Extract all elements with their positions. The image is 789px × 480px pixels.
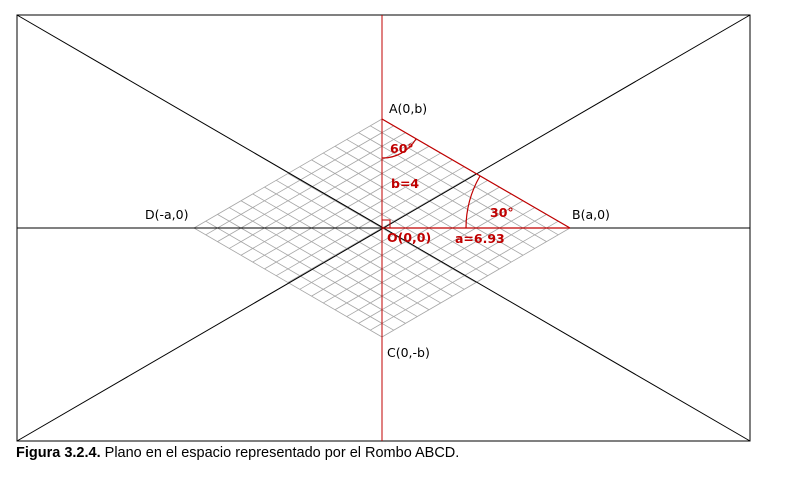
label-point-d: D(-a,0)	[145, 207, 188, 222]
label-b-value: b=4	[391, 176, 419, 191]
grid-line-ad	[240, 145, 430, 256]
grid-line-ab	[370, 125, 559, 236]
grid-line-ab	[299, 166, 488, 277]
caption-text: Plano en el espacio representado por el …	[100, 445, 460, 461]
angle-arc-60	[381, 138, 417, 159]
grid-line-ab	[346, 139, 535, 249]
figure-caption: Figura 3.2.4. Plano en el espacio repres…	[16, 445, 459, 461]
caption-label: Figura 3.2.4.	[16, 445, 101, 461]
label-a-value: a=6.93	[455, 231, 505, 246]
grid-line-ab	[311, 159, 500, 270]
label-point-b: B(a,0)	[572, 207, 610, 222]
grid-line-ad	[193, 118, 383, 229]
grid-line-ad	[264, 159, 453, 270]
label-angle-30: 30°	[490, 205, 514, 220]
grid-line-ad	[252, 152, 441, 263]
grid-line-ab	[358, 132, 547, 242]
edge-ab	[381, 118, 571, 229]
angle-arc-30	[465, 175, 481, 229]
rhombus-diagram: A(0,b) B(a,0) C(0,-b) D(-a,0) 60° b=4 30…	[16, 14, 751, 442]
grid-line-ad	[217, 132, 406, 242]
grid-line-ab	[334, 145, 524, 256]
label-angle-60: 60°	[390, 141, 414, 156]
grid-line-ab	[323, 152, 512, 263]
label-point-a: A(0,b)	[389, 101, 427, 116]
label-origin: O(0,0)	[387, 230, 431, 245]
label-point-c: C(0,-b)	[387, 345, 430, 360]
grid-line-ad	[276, 166, 465, 277]
right-angle-marker	[382, 219, 391, 228]
grid-line-ad	[205, 125, 394, 236]
